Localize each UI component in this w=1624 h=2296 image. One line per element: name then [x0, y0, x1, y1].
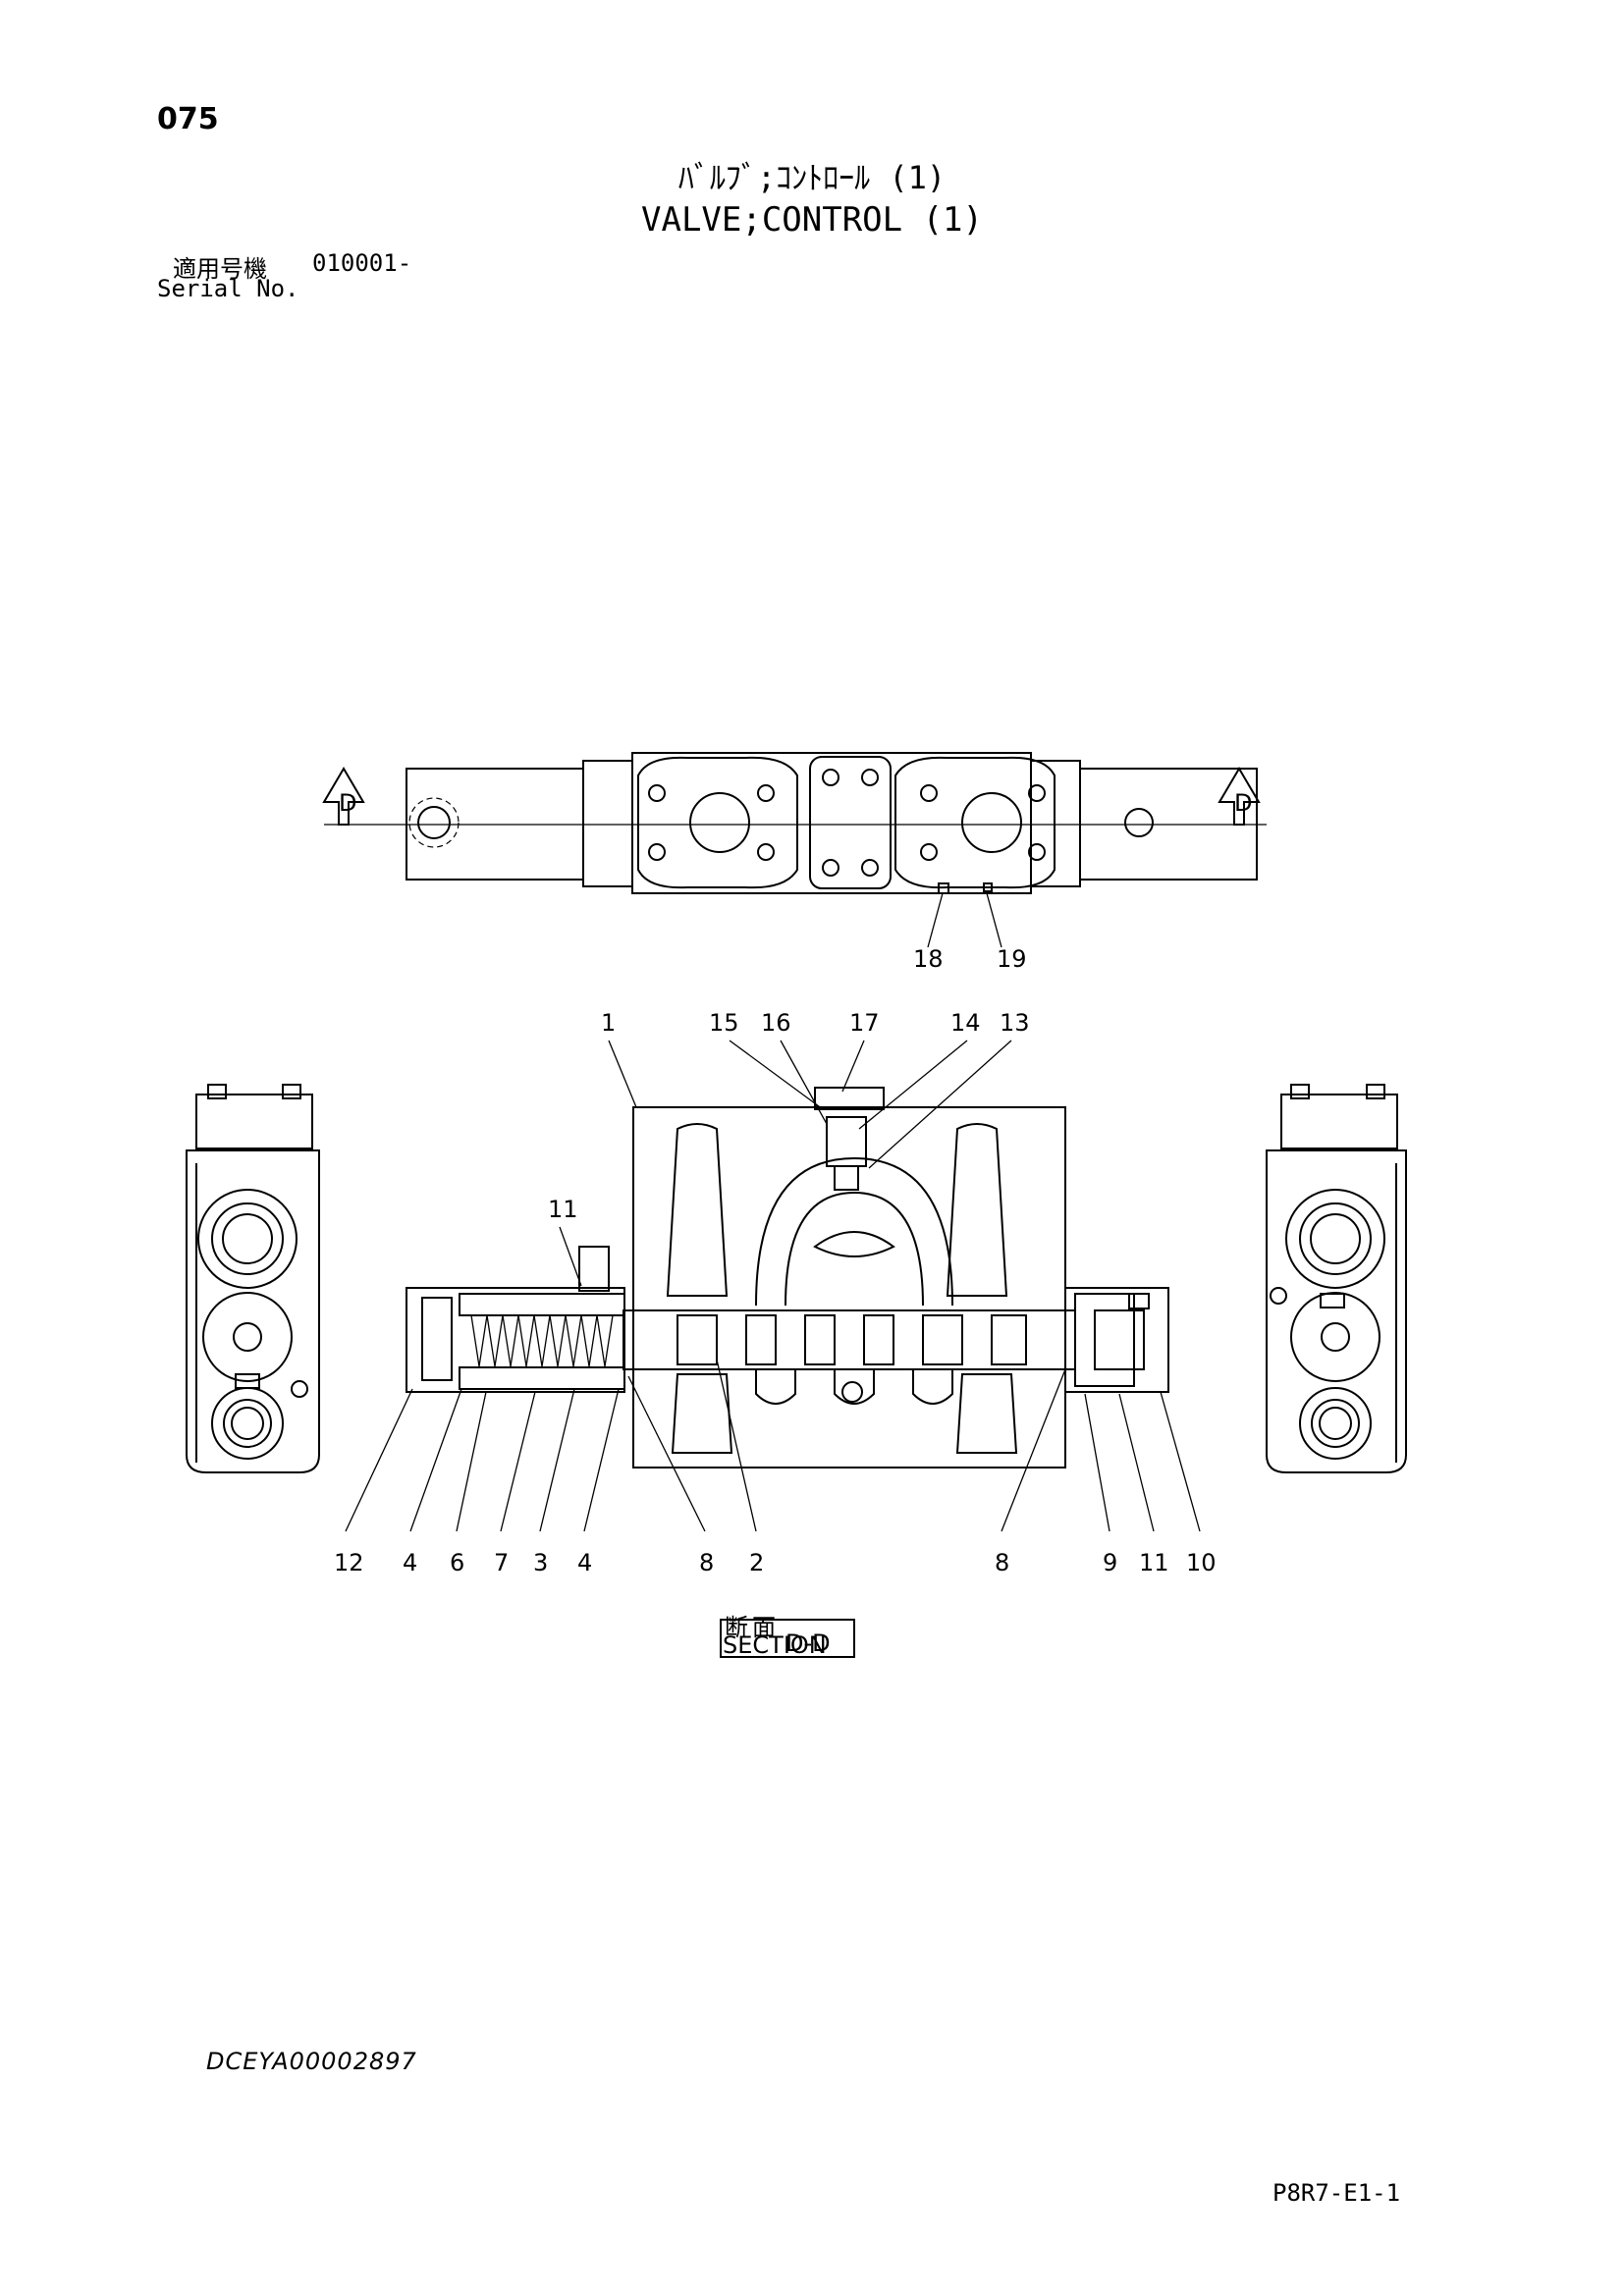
callout-9: 9 — [1103, 1549, 1117, 1576]
section-kanji-1: 断 — [725, 1614, 748, 1641]
section-arrow-left: D — [322, 767, 365, 826]
serial-value: 010001- — [312, 249, 412, 277]
serial-label-japanese: 適用号機 — [173, 255, 267, 283]
section-arrow-right: D — [1218, 767, 1261, 826]
left-side-view — [186, 1084, 320, 1473]
serial-label-english: Serial No. — [157, 275, 299, 302]
callout-16: 16 — [761, 1009, 791, 1037]
callout-15: 15 — [709, 1009, 739, 1037]
document-code: DCEYA00002897 — [206, 2048, 417, 2075]
leader-lines — [345, 1040, 1201, 1532]
page-number: 075 — [157, 102, 219, 136]
top-view: D D 18 — [322, 752, 1267, 973]
callout-1: 1 — [601, 1009, 616, 1037]
callout-13: 13 — [1000, 1009, 1030, 1037]
callout-19: 19 — [997, 945, 1027, 973]
page-code: P8R7-E1-1 — [1272, 2179, 1401, 2207]
callout-8-right: 8 — [995, 1549, 1009, 1576]
title-japanese: ﾊﾞﾙﾌﾞ;ｺﾝﾄﾛｰﾙ (1) — [677, 159, 947, 196]
callout-4-left: 4 — [403, 1549, 417, 1576]
callout-17: 17 — [849, 1009, 880, 1037]
section-kanji-2: 面 — [752, 1614, 776, 1641]
section-arrow-left-label: D — [339, 789, 356, 817]
section-view: 1 15 16 17 14 13 11 12 4 6 7 3 4 8 2 8 9… — [334, 1009, 1217, 1576]
callout-11-bottom: 11 — [1139, 1549, 1169, 1576]
callout-4-right: 4 — [577, 1549, 592, 1576]
section-arrow-right-label: D — [1234, 789, 1252, 817]
section-label: 断 面 SECTION D-D — [720, 1614, 855, 1659]
callout-7: 7 — [494, 1549, 509, 1576]
callout-18: 18 — [913, 945, 944, 973]
callout-12: 12 — [334, 1549, 364, 1576]
callout-8-left: 8 — [699, 1549, 714, 1576]
callout-2: 2 — [749, 1549, 764, 1576]
right-side-view — [1266, 1084, 1407, 1473]
callout-11-top: 11 — [548, 1196, 578, 1223]
title-english: VALVE;CONTROL (1) — [641, 200, 983, 240]
callout-3: 3 — [533, 1549, 548, 1576]
callout-10: 10 — [1186, 1549, 1217, 1576]
section-word: SECTION — [723, 1631, 827, 1659]
callout-14: 14 — [950, 1009, 981, 1037]
section-letter: D-D — [785, 1629, 831, 1657]
callout-6: 6 — [450, 1549, 464, 1576]
